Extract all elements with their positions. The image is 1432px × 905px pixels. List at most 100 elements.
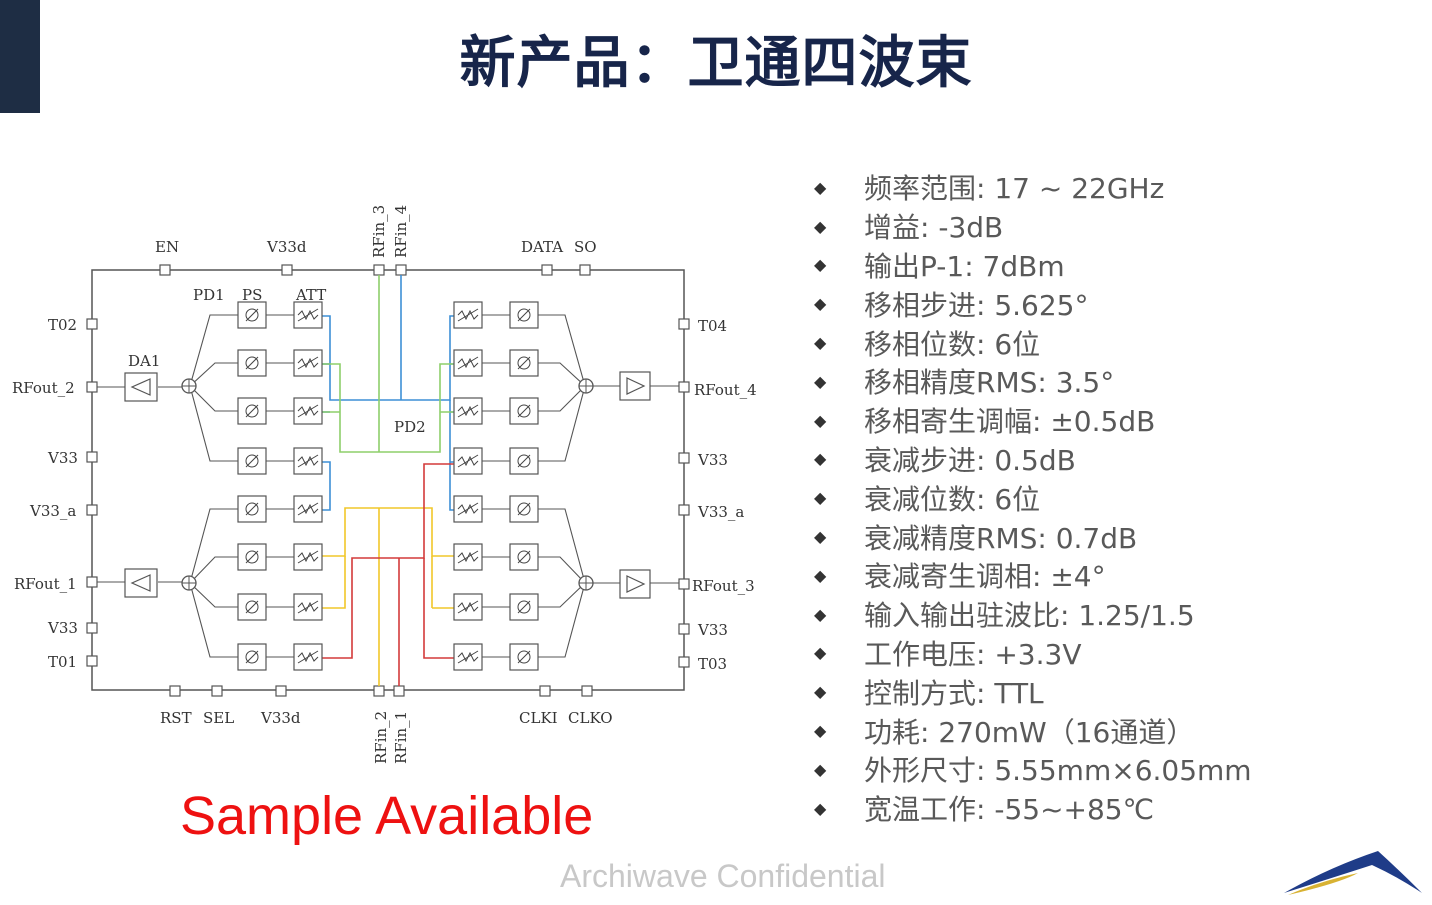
svg-text:RST: RST: [160, 709, 192, 727]
left-pin-t01: T01: [48, 653, 98, 671]
svg-text:CLKO: CLKO: [568, 709, 613, 727]
diamond-bullet-icon: ◆: [814, 604, 827, 624]
spec-item: ◆衰减精度RMS: 0.7dB: [810, 517, 1252, 556]
diamond-bullet-icon: ◆: [814, 216, 827, 236]
svg-text:V33_a: V33_a: [29, 502, 76, 520]
svg-text:CLKI: CLKI: [519, 709, 558, 727]
svg-text:EN: EN: [155, 238, 179, 256]
bottom-pin-rst: RST: [160, 685, 192, 727]
chip-outline: [91, 269, 685, 691]
bottom-pin-sel: SEL: [203, 685, 234, 727]
spec-item: ◆移相步进: 5.625°: [810, 284, 1252, 323]
svg-text:SEL: SEL: [203, 709, 234, 727]
spec-item: ◆衰减位数: 6位: [810, 478, 1252, 517]
svg-text:V33: V33: [47, 619, 78, 637]
corner-accent-bar: [0, 0, 40, 113]
diamond-bullet-icon: ◆: [814, 682, 827, 702]
svg-text:RFin_2: RFin_2: [372, 711, 390, 764]
top-pin-rfin-3: RFin_3: [370, 205, 388, 276]
diamond-bullet-icon: ◆: [814, 371, 827, 391]
spec-item: ◆外形尺寸: 5.55mm×6.05mm: [810, 750, 1252, 789]
page-title: 新产品：卫通四波束: [459, 31, 973, 96]
spec-item: ◆移相寄生调幅: ±0.5dB: [810, 401, 1252, 440]
left-pin-v33a: V33_a: [29, 502, 98, 520]
diamond-bullet-icon: ◆: [814, 255, 827, 275]
svg-text:T02: T02: [48, 316, 77, 334]
svg-text:V33: V33: [697, 451, 728, 469]
svg-text:V33d: V33d: [260, 709, 301, 727]
top-pin-en: EN: [155, 238, 179, 276]
svg-text:T04: T04: [698, 317, 727, 335]
sample-available-text: Sample Available: [180, 786, 594, 846]
diamond-bullet-icon: ◆: [814, 177, 827, 197]
right-pin-t04: T04: [678, 317, 727, 335]
left-pin-rfout-1: RFout_1: [14, 575, 98, 593]
right-pin-rfout-4: RFout_4: [678, 381, 757, 399]
top-pin-data: DATA: [521, 238, 563, 276]
spec-item: ◆输出P-1: 7dBm: [810, 246, 1252, 285]
bottom-pin-clki: CLKI: [519, 685, 558, 727]
bottom-pin-rfin-1: RFin_1: [392, 685, 410, 764]
svg-text:RFout_4: RFout_4: [694, 381, 757, 399]
signal-lines: [322, 275, 458, 686]
svg-text:V33: V33: [697, 621, 728, 639]
svg-text:SO: SO: [574, 238, 597, 256]
svg-text:V33_a: V33_a: [697, 503, 744, 521]
spec-item: ◆移相位数: 6位: [810, 323, 1252, 362]
label-att: ATT: [295, 286, 326, 304]
diamond-bullet-icon: ◆: [814, 798, 827, 818]
svg-text:RFout_3: RFout_3: [692, 577, 755, 595]
bottom-pin-clko: CLKO: [568, 685, 613, 727]
spec-item: ◆衰减步进: 0.5dB: [810, 440, 1252, 479]
svg-text:RFout_2: RFout_2: [12, 379, 75, 397]
phase-shifter-icons: [245, 308, 531, 664]
svg-text:V33d: V33d: [266, 238, 307, 256]
top-pin-v33d: V33d: [266, 238, 307, 276]
top-pin-rfin-4: RFin_4: [392, 205, 410, 276]
block-diagram: EN V33d DATA SO RFin_3 RFin_4 RST SEL V3…: [12, 205, 757, 764]
right-pin-v33-top: V33: [678, 451, 728, 469]
diamond-bullet-icon: ◆: [814, 333, 827, 353]
spec-list: ◆频率范围: 17 ~ 22GHz ◆增益: -3dB ◆输出P-1: 7dBm…: [810, 168, 1252, 828]
svg-text:T03: T03: [698, 655, 727, 673]
svg-text:RFin_3: RFin_3: [370, 205, 388, 258]
right-pin-v33a: V33_a: [678, 503, 744, 521]
confidential-watermark: Archiwave Confidential: [560, 858, 886, 894]
svg-text:T01: T01: [48, 653, 77, 671]
label-ps: PS: [242, 286, 262, 304]
right-pin-v33-bottom: V33: [678, 621, 728, 639]
diamond-bullet-icon: ◆: [814, 410, 827, 430]
top-pin-so: SO: [574, 238, 597, 276]
svg-text:RFout_1: RFout_1: [14, 575, 77, 593]
diamond-bullet-icon: ◆: [814, 488, 827, 508]
combiner-crosses: [182, 379, 593, 590]
spec-item: ◆输入输出驻波比: 1.25/1.5: [810, 595, 1252, 634]
diamond-bullet-icon: ◆: [814, 565, 827, 585]
spec-item: ◆衰减寄生调相: ±4°: [810, 556, 1252, 595]
amplifiers: [124, 371, 651, 599]
spec-item: ◆工作电压: +3.3V: [810, 634, 1252, 673]
label-pd2: PD2: [394, 418, 426, 436]
diamond-bullet-icon: ◆: [814, 449, 827, 469]
diamond-bullet-icon: ◆: [814, 721, 827, 741]
spec-item: ◆移相精度RMS: 3.5°: [810, 362, 1252, 401]
spec-item: ◆增益: -3dB: [810, 207, 1252, 246]
signal-path-lines: [97, 314, 679, 658]
right-pin-t03: T03: [678, 655, 727, 673]
svg-text:RFin_4: RFin_4: [392, 205, 410, 258]
diamond-bullet-icon: ◆: [814, 759, 827, 779]
left-pin-v33-bottom: V33: [47, 619, 98, 637]
diamond-bullet-icon: ◆: [814, 643, 827, 663]
attenuator-icons: [297, 308, 479, 664]
spec-item: ◆功耗: 270mW（16通道）: [810, 711, 1252, 750]
company-logo-icon: [1284, 851, 1422, 895]
svg-text:DATA: DATA: [521, 238, 563, 256]
svg-text:V33: V33: [47, 449, 78, 467]
bottom-pin-rfin-2: RFin_2: [372, 685, 390, 764]
spec-item: ◆宽温工作: -55~+85℃: [810, 789, 1252, 828]
left-pin-t02: T02: [48, 316, 98, 334]
diamond-bullet-icon: ◆: [814, 294, 827, 314]
label-da1: DA1: [128, 352, 160, 370]
label-pd1: PD1: [193, 286, 225, 304]
spec-item: ◆频率范围: 17 ~ 22GHz: [810, 168, 1252, 207]
